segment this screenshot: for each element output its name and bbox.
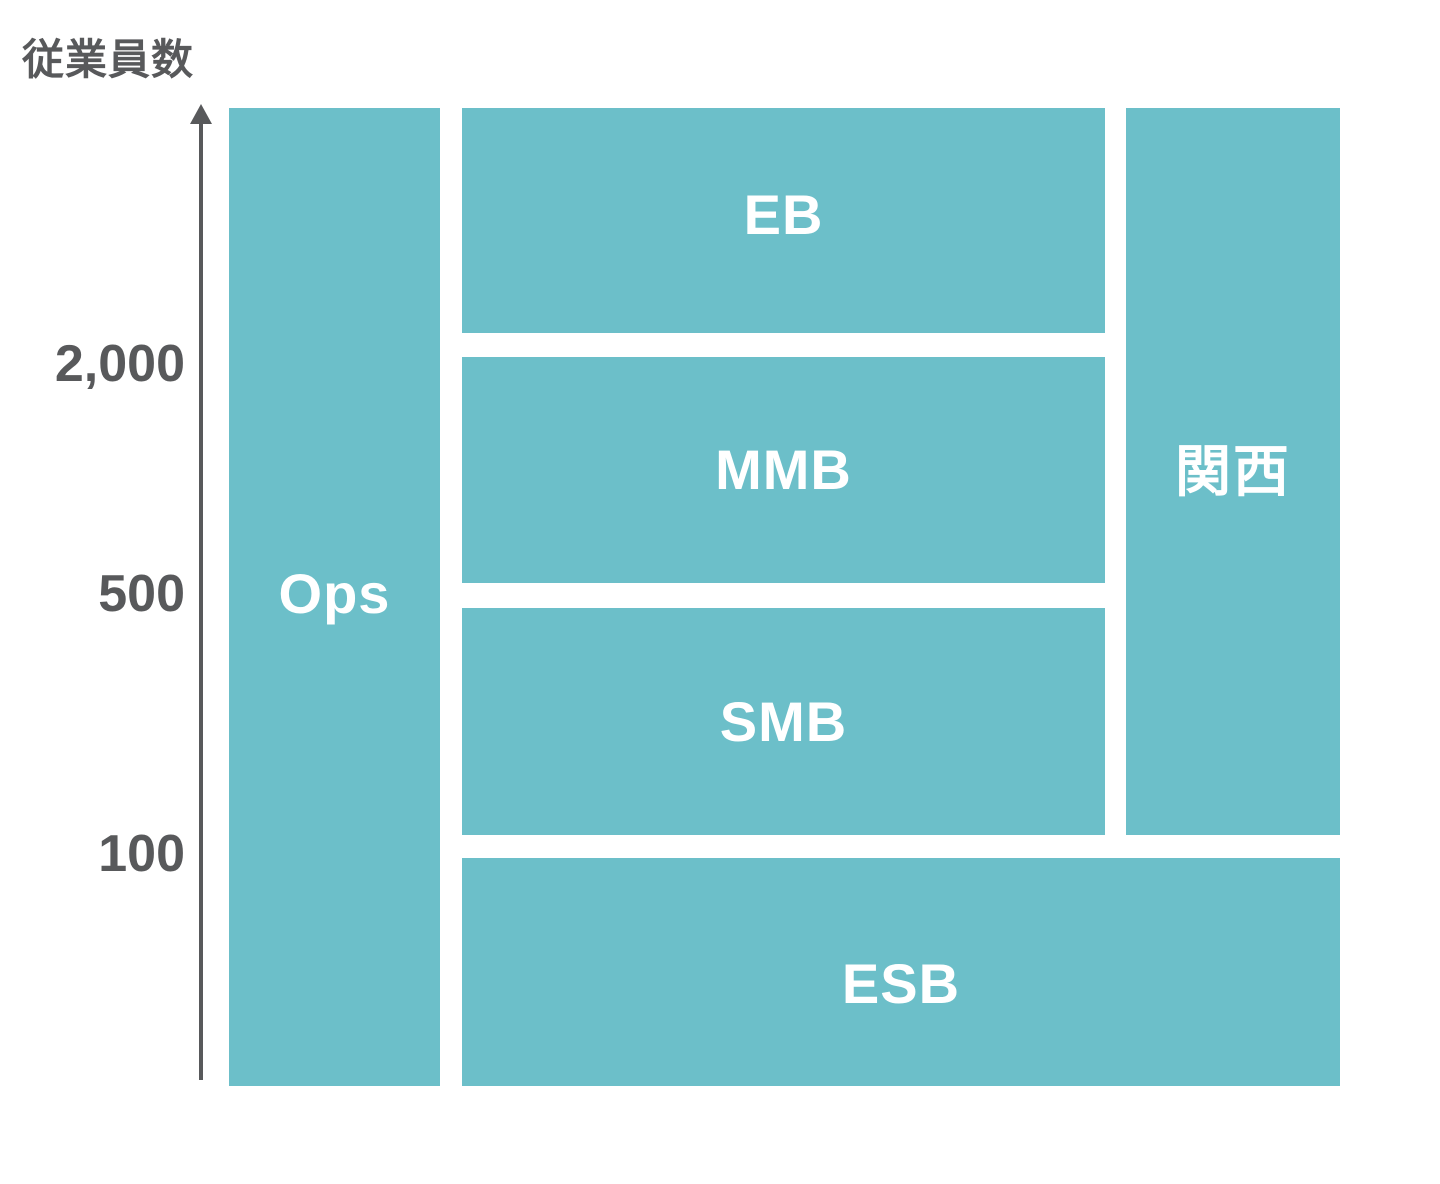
y-tick-label-2000: 2,000	[54, 335, 185, 393]
y-axis-line	[199, 118, 203, 1080]
segment-block-mmb[interactable]: MMB	[462, 357, 1105, 583]
segment-block-smb[interactable]: SMB	[462, 608, 1105, 835]
segment-block-esb[interactable]: ESB	[462, 858, 1340, 1086]
segment-label-kansai: 関西	[1175, 439, 1291, 503]
y-tick-label-100: 100	[98, 825, 185, 883]
segment-label-smb: SMB	[719, 689, 848, 753]
segment-block-ops[interactable]: Ops	[229, 108, 440, 1086]
segment-block-eb[interactable]: EB	[462, 108, 1105, 333]
y-axis-arrow-icon	[190, 104, 212, 124]
segment-label-ops: Ops	[278, 562, 391, 625]
segment-label-eb: EB	[743, 182, 824, 246]
y-tick-label-500: 500	[98, 565, 185, 623]
segment-label-mmb: MMB	[715, 438, 852, 501]
segment-label-esb: ESB	[841, 952, 961, 1015]
page-title: 従業員数	[22, 36, 195, 83]
segment-block-kansai[interactable]: 関西	[1126, 108, 1340, 835]
